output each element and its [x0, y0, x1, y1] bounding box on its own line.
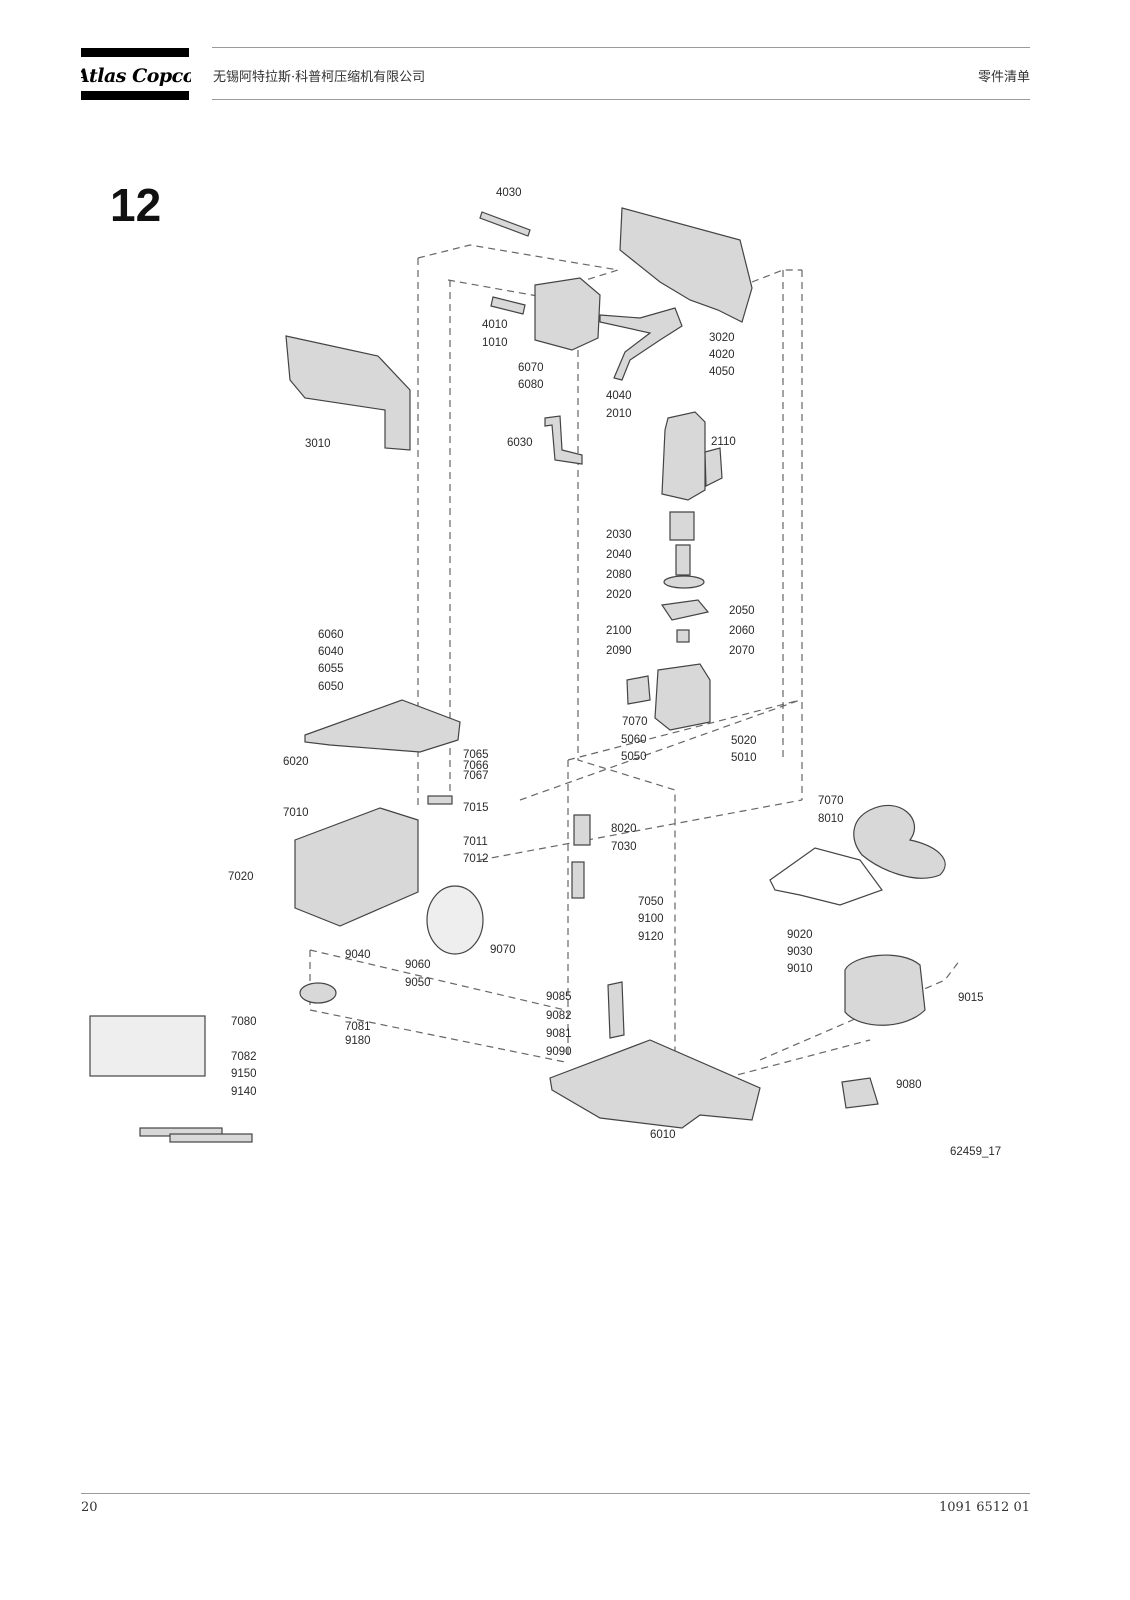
part-label: 7011	[463, 836, 488, 848]
part-label: 7082	[231, 1051, 257, 1063]
exploded-parts-drawing: 4030 3020 4020 4050 4010 1010 6070 6080 4040 2010…	[70, 170, 1070, 1190]
part-labels: 4030 3020 4020 4050 4010 1010 6070 6080 4040 2010…	[228, 187, 984, 1141]
page-number: 20	[81, 1500, 98, 1515]
part-label: 4020	[709, 349, 735, 361]
part-label: 7012	[463, 853, 489, 865]
part-label: 7050	[638, 896, 664, 908]
part-label: 2110	[711, 436, 736, 448]
part-label: 4040	[606, 390, 632, 402]
part-label: 4030	[496, 187, 522, 199]
part-label: 9120	[638, 931, 664, 943]
part-label: 8020	[611, 823, 637, 835]
part-label: 9100	[638, 913, 664, 925]
part-label: 7081	[345, 1021, 371, 1033]
part-label: 2060	[729, 625, 755, 637]
part-label: 7080	[231, 1016, 257, 1028]
part-label: 5020	[731, 735, 757, 747]
part-label: 9140	[231, 1086, 257, 1098]
part-label: 2020	[606, 589, 632, 601]
assembly-dashed-lines	[309, 244, 961, 1091]
part-label: 9090	[546, 1046, 572, 1058]
part-label: 9060	[405, 959, 431, 971]
drawing-reference: 62459_17	[950, 1146, 1001, 1158]
part-label: 9081	[546, 1028, 572, 1040]
part-label: 2010	[606, 408, 632, 420]
part-shapes	[89, 207, 946, 1143]
document-number: 1091 6512 01	[939, 1500, 1030, 1515]
header-top-rule	[212, 47, 1030, 48]
part-label: 3020	[709, 332, 735, 344]
part-label: 4010	[482, 319, 508, 331]
part-label: 7067	[463, 770, 489, 782]
part-label: 8010	[818, 813, 844, 825]
part-label: 2040	[606, 549, 632, 561]
part-label: 2090	[606, 645, 632, 657]
part-label: 2100	[606, 625, 632, 637]
part-label: 4050	[709, 366, 735, 378]
part-label: 7066	[463, 760, 489, 772]
part-label: 9082	[546, 1010, 572, 1022]
svg-text:Atlas Copco: Atlas Copco	[81, 65, 191, 87]
part-label: 6055	[318, 663, 344, 675]
part-label: 7015	[463, 802, 489, 814]
header-bottom-rule	[212, 99, 1030, 100]
part-label: 7070	[622, 716, 648, 728]
part-label: 6070	[518, 362, 544, 374]
part-label: 9080	[896, 1079, 922, 1091]
part-label: 1010	[482, 337, 508, 349]
part-label: 6010	[650, 1129, 676, 1141]
part-label: 5010	[731, 752, 757, 764]
part-label: 6050	[318, 681, 344, 693]
part-label: 7065	[463, 749, 489, 761]
part-label: 3010	[305, 438, 331, 450]
part-label: 6020	[283, 756, 309, 768]
part-label: 9180	[345, 1035, 371, 1047]
part-label: 9040	[345, 949, 371, 961]
figure-number: 12	[110, 179, 162, 231]
part-label: 9010	[787, 963, 813, 975]
company-name: 无锡阿特拉斯·科普柯压缩机有限公司	[213, 70, 426, 85]
footer-rule	[81, 1493, 1030, 1494]
part-label: 5050	[621, 751, 647, 763]
part-label: 5060	[621, 734, 647, 746]
part-label: 2080	[606, 569, 632, 581]
part-label: 7010	[283, 807, 309, 819]
atlas-copco-logo: Atlas Copco	[73, 48, 196, 101]
part-label: 9150	[231, 1068, 257, 1080]
part-label: 2050	[729, 605, 755, 617]
part-label: 2070	[729, 645, 755, 657]
part-label: 7030	[611, 841, 637, 853]
part-label: 9085	[546, 991, 572, 1003]
part-label: 9050	[405, 977, 431, 989]
part-label: 7020	[228, 871, 254, 883]
part-label: 6030	[507, 437, 533, 449]
part-label: 9015	[958, 992, 984, 1004]
part-label: 6060	[318, 629, 344, 641]
part-label: 9020	[787, 929, 813, 941]
part-label: 2030	[606, 529, 632, 541]
part-label: 6040	[318, 646, 344, 658]
part-label: 9070	[490, 944, 516, 956]
part-label: 9030	[787, 946, 813, 958]
document-type: 零件清单	[977, 70, 1030, 85]
part-label: 6080	[518, 379, 544, 391]
part-label: 7070	[818, 795, 844, 807]
